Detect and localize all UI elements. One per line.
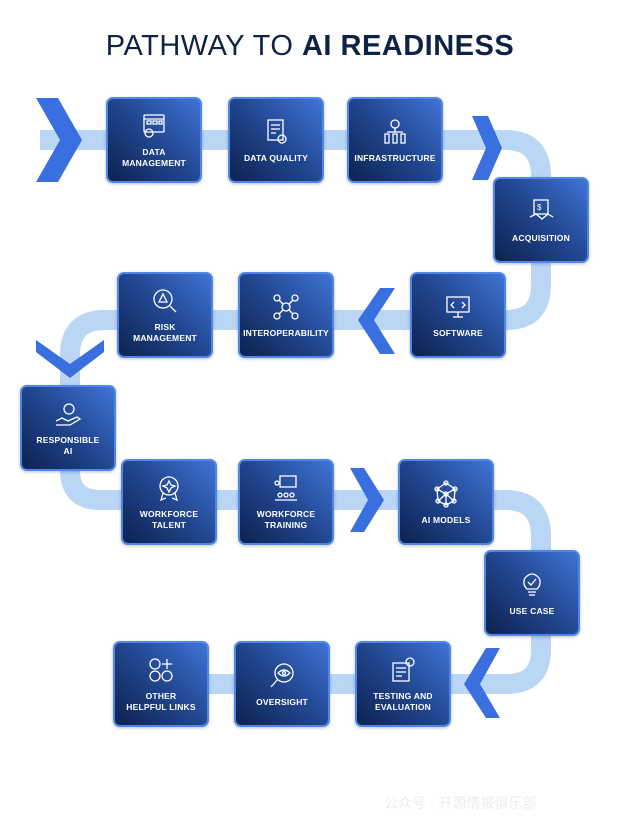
handshake-contract-icon: $ [529, 198, 554, 220]
step-use-case[interactable]: USE CASE [484, 550, 580, 636]
step-label: INTEROPERABILITY [243, 327, 329, 338]
step-ai-models[interactable]: AI MODELS [398, 459, 494, 545]
step-label: DATA QUALITY [243, 152, 309, 163]
step-label: USE CASE [509, 605, 555, 616]
chevron-left-icon [464, 648, 500, 718]
svg-text:$: $ [537, 203, 542, 212]
network-nodes-icon [273, 293, 299, 320]
testing-icon [392, 657, 415, 682]
neural-network-icon [434, 479, 458, 508]
chevrons [36, 98, 502, 718]
circles-plus-icon [149, 658, 173, 682]
award-badge-icon [159, 476, 179, 502]
chevron-right-icon [350, 468, 384, 532]
page-title: PATHWAY TO AI READINESS [0, 30, 620, 63]
monitor-code-icon [446, 295, 470, 318]
title-light: PATHWAY TO [105, 30, 302, 62]
step-label: AI MODELS [421, 514, 471, 525]
watermark: 公众号 · 开源情报俱乐部 [384, 795, 537, 811]
chevron-right-icon [472, 116, 502, 180]
data-management-icon [143, 114, 165, 138]
step-label: SOFTWARE [433, 327, 483, 338]
warning-magnifier-icon [153, 289, 177, 313]
step-label: ACQUISITION [512, 232, 570, 243]
title-bold: AI READINESS [301, 30, 515, 62]
lightbulb-check-icon [523, 572, 541, 596]
eye-magnifier-icon [270, 662, 294, 687]
gear-servers-icon [384, 118, 406, 144]
hand-gear-icon [55, 403, 82, 426]
step-label: OVERSIGHT [256, 696, 308, 707]
step-label: INFRASTRUCTURE [354, 152, 436, 163]
step-software[interactable]: SOFTWARE [410, 272, 506, 358]
chevron-down-icon [36, 340, 104, 378]
presentation-icon [274, 475, 297, 501]
step-acquisition[interactable]: $ ACQUISITION [493, 177, 589, 263]
step-oversight[interactable]: OVERSIGHT [234, 641, 330, 727]
step-data-quality[interactable]: DATA QUALITY [228, 97, 324, 183]
certified-document-icon [267, 118, 287, 144]
chevron-right-icon [36, 98, 82, 182]
chevron-left-icon [358, 288, 395, 354]
step-infrastructure[interactable]: INFRASTRUCTURE [347, 97, 443, 183]
step-interoperability[interactable]: INTEROPERABILITY [238, 272, 334, 358]
